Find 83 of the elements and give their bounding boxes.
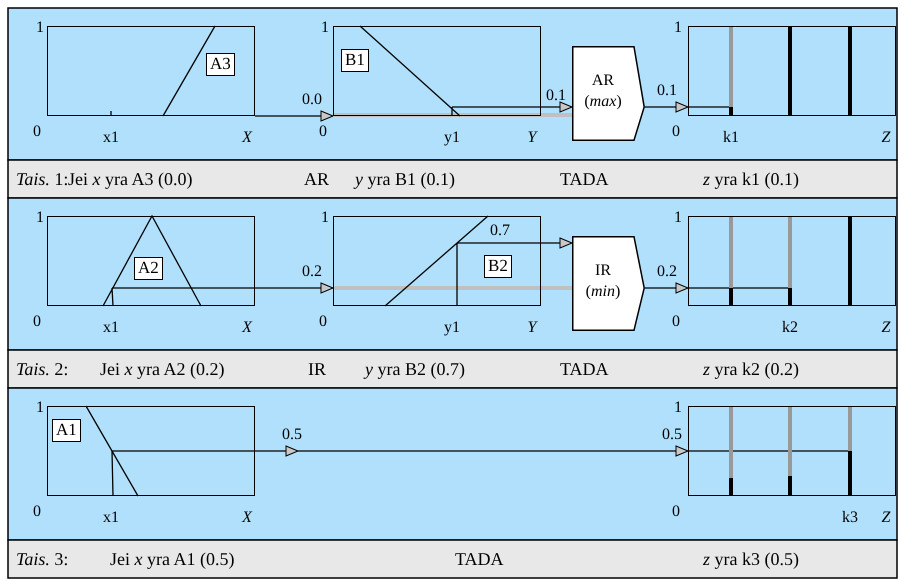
axis-label: Y (528, 130, 536, 146)
axis-tick-label: 0 (672, 314, 680, 330)
axis-label: Z (882, 320, 890, 336)
axis-tick-label: 0 (672, 124, 680, 140)
operator-name: AR (590, 73, 616, 89)
axis-label: X (242, 320, 252, 336)
membership-plot (47, 406, 255, 496)
arrow (255, 282, 334, 294)
caption-text: TADA (560, 170, 609, 188)
operator-block (572, 46, 645, 141)
edge-label: 0.2 (657, 264, 677, 280)
membership-plot (47, 216, 255, 306)
membership-plot (47, 26, 255, 116)
arrow (255, 445, 688, 457)
arrow (255, 110, 334, 122)
set-label: A2 (134, 257, 163, 280)
axis-label: X (242, 130, 252, 146)
edge-label: 0.2 (302, 264, 322, 280)
axis-label: Z (882, 130, 890, 146)
axis-label: k2 (782, 320, 798, 336)
edge-label: 0.1 (546, 88, 566, 104)
axis-tick-label: 0 (672, 504, 680, 520)
connector-line (333, 113, 572, 117)
set-label: B1 (341, 49, 369, 72)
value-label: 0.5 (662, 427, 682, 443)
set-label: A3 (206, 53, 235, 76)
axis-label: k1 (723, 130, 739, 146)
axis-tick-label: 1 (321, 20, 329, 36)
axis-tick-label: 1 (36, 20, 44, 36)
operator-block (572, 236, 645, 331)
caption-text: z yra k1 (0.1) (703, 170, 799, 188)
axis-tick-label: 1 (674, 400, 682, 416)
axis-label: Z (882, 510, 890, 526)
set-label: A1 (52, 419, 81, 442)
operator-name: IR (594, 263, 612, 279)
axis-label: Y (528, 320, 536, 336)
operator-mode: (max) (583, 94, 623, 110)
set-label: B2 (484, 255, 512, 278)
axis-label: x1 (103, 130, 119, 146)
axis-tick-label: 1 (36, 400, 44, 416)
axis-label: y1 (444, 320, 460, 336)
membership-plot (688, 406, 896, 496)
caption-text: Jei x yra A1 (0.5) (110, 550, 234, 568)
axis-tick-label: 0 (33, 314, 41, 330)
arrow (645, 282, 688, 294)
caption-text: TADA (560, 360, 609, 378)
edge-label: 0.7 (490, 223, 510, 239)
axis-tick-label: 1 (36, 210, 44, 226)
caption-text: Jei x yra A3 (0.0) (68, 170, 192, 188)
caption-number: Tais. 2: (16, 360, 68, 378)
axis-tick-label: 1 (674, 210, 682, 226)
axis-tick-label: 0 (319, 124, 327, 140)
arrow (541, 102, 572, 112)
axis-label: x1 (103, 320, 119, 336)
axis-tick-label: 0 (33, 124, 41, 140)
axis-label: y1 (444, 130, 460, 146)
axis-tick-label: 1 (674, 20, 682, 36)
axis-label: k3 (842, 510, 858, 526)
axis-tick-label: 0 (319, 314, 327, 330)
membership-plot (333, 216, 541, 306)
edge-label: 0.1 (657, 83, 677, 99)
caption-text: IR (308, 360, 326, 378)
caption-number: Tais. 3: (16, 550, 68, 568)
caption-text: y yra B2 (0.7) (365, 360, 465, 378)
caption-text: y yra B1 (0.1) (355, 170, 455, 188)
axis-tick-label: 0 (33, 504, 41, 520)
caption-number: Tais. 1: (16, 170, 68, 188)
caption-text: z yra k2 (0.2) (703, 360, 799, 378)
connector-line (333, 286, 572, 290)
axis-label: x1 (103, 510, 119, 526)
axis-tick-label: 1 (321, 210, 329, 226)
caption-text: Jei x yra A2 (0.2) (100, 360, 224, 378)
arrow (541, 238, 572, 248)
caption-text: z yra k3 (0.5) (703, 550, 799, 568)
caption-text: TADA (455, 550, 504, 568)
edge-label: 0.5 (282, 427, 302, 443)
membership-plot (688, 26, 896, 116)
operator-mode: (min) (584, 284, 622, 300)
membership-plot (688, 216, 896, 306)
edge-label: 0.0 (302, 92, 322, 108)
arrow (645, 102, 688, 112)
axis-label: X (242, 510, 252, 526)
caption-text: AR (304, 170, 330, 188)
